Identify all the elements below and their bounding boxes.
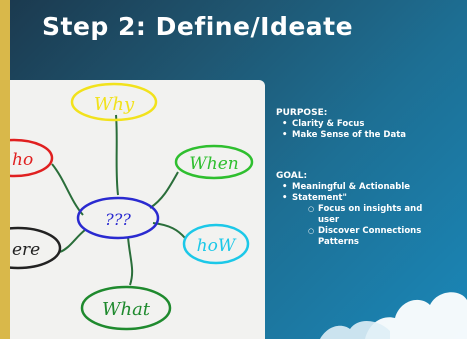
cloud-decoration bbox=[365, 292, 467, 339]
whiteboard-mindmap: ??? Why When hoW What ho ere bbox=[10, 80, 265, 339]
who-node bbox=[10, 138, 54, 178]
why-label: Why bbox=[94, 94, 135, 115]
when-label: When bbox=[189, 154, 238, 174]
goal-list: Meaningful & Actionable Statement" Focus… bbox=[276, 182, 467, 248]
goal-heading: GOAL: bbox=[276, 171, 308, 181]
center-label: ??? bbox=[105, 210, 131, 229]
connector-where bbox=[59, 229, 86, 253]
goal-sub-item: Discover Connections Patterns bbox=[276, 226, 443, 248]
mindmap-drawing: ??? Why When hoW What ho ere bbox=[10, 82, 254, 331]
purpose-heading: PURPOSE: bbox=[276, 108, 328, 118]
purpose-item: Make Sense of the Data bbox=[276, 130, 467, 141]
goal-item-line1: Meaningful & Actionable bbox=[276, 182, 467, 193]
purpose-list: Clarity & Focus Make Sense of the Data bbox=[276, 119, 467, 141]
slide-title: Step 2: Define/Ideate bbox=[42, 12, 354, 41]
connector-how bbox=[152, 222, 186, 239]
connector-what bbox=[127, 236, 134, 286]
goal-item-line2: Statement" bbox=[276, 193, 467, 204]
what-label: What bbox=[102, 299, 151, 320]
where-node bbox=[10, 226, 62, 270]
center-node bbox=[76, 196, 160, 240]
what-node bbox=[80, 285, 172, 331]
cloud-decoration-small bbox=[320, 320, 390, 339]
who-label: ho bbox=[12, 150, 33, 170]
info-panel: PURPOSE: Clarity & Focus Make Sense of t… bbox=[276, 108, 467, 248]
purpose-item: Clarity & Focus bbox=[276, 119, 467, 130]
connector-why bbox=[115, 114, 119, 196]
goal-sub-item: Focus on insights and user bbox=[276, 204, 443, 226]
why-node bbox=[70, 82, 158, 122]
connector-who bbox=[51, 163, 84, 216]
where-label: ere bbox=[12, 240, 40, 260]
how-node bbox=[182, 223, 250, 265]
slide: Step 2: Define/Ideate ??? Why When hoW bbox=[10, 0, 467, 339]
connector-when bbox=[149, 171, 179, 209]
when-node bbox=[174, 144, 254, 180]
how-label: hoW bbox=[197, 236, 237, 256]
goal-item-line2-text: Statement" bbox=[292, 193, 347, 203]
